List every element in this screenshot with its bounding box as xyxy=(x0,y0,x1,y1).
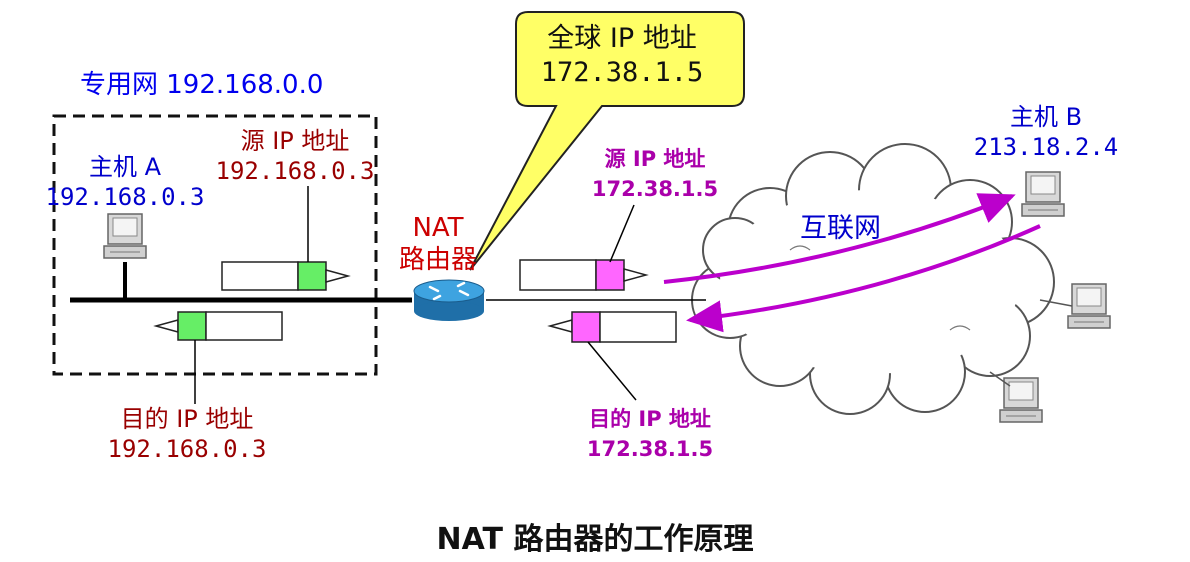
private-network-box xyxy=(52,114,378,376)
private-source-title: 源 IP 地址 xyxy=(240,127,350,155)
nat-router-label: NAT 路由器 xyxy=(388,212,488,276)
inbound-flow-arrow xyxy=(686,224,1041,333)
computer-icon xyxy=(1067,283,1111,329)
host-a-name: 主机 A xyxy=(88,153,162,181)
global-ip-title: 全球 IP 地址 xyxy=(547,23,697,54)
nat-router-line1: NAT xyxy=(412,213,464,243)
global-ip-callout xyxy=(469,11,745,271)
private-network-label: 专用网 192.168.0.0 xyxy=(80,70,324,100)
private-destination-ip-label: 目的 IP 地址 192.168.0.3 xyxy=(92,404,282,464)
global-ip-value: 172.38.1.5 xyxy=(540,57,704,88)
private-outgoing-packet-icon xyxy=(221,261,351,291)
host-b-ip: 213.18.2.4 xyxy=(973,133,1119,161)
global-ip-callout-text: 全球 IP 地址 172.38.1.5 xyxy=(512,22,732,90)
nat-router-icon xyxy=(413,279,485,321)
public-source-ip: 172.38.1.5 xyxy=(591,177,719,201)
private-destination-ip: 192.168.0.3 xyxy=(107,435,267,463)
outbound-flow-arrow xyxy=(663,193,1016,284)
computer-icon xyxy=(999,377,1043,423)
public-source-ip-label: 源 IP 地址 172.38.1.5 xyxy=(570,144,740,204)
diagram-caption: NAT 路由器的工作原理 xyxy=(436,522,754,557)
host-b-computer-icon xyxy=(1021,171,1065,217)
public-destination-ip: 172.38.1.5 xyxy=(586,437,714,461)
public-outgoing-packet-icon xyxy=(519,259,649,291)
host-b-label: 主机 B 213.18.2.4 xyxy=(966,102,1126,162)
private-incoming-packet-icon xyxy=(153,311,283,341)
public-destination-ip-label: 目的 IP 地址 172.38.1.5 xyxy=(565,404,735,464)
public-incoming-packet-icon xyxy=(547,311,677,343)
private-source-ip: 192.168.0.3 xyxy=(215,157,375,185)
internet-label: 互联网 xyxy=(800,213,881,244)
host-a-computer-icon xyxy=(103,213,147,259)
host-a-ip: 192.168.0.3 xyxy=(45,183,205,211)
private-destination-title: 目的 IP 地址 xyxy=(120,405,254,433)
private-source-ip-label: 源 IP 地址 192.168.0.3 xyxy=(200,126,390,186)
public-destination-title: 目的 IP 地址 xyxy=(589,407,711,431)
nat-router-line2: 路由器 xyxy=(398,245,477,275)
public-source-title: 源 IP 地址 xyxy=(604,147,706,171)
host-b-name: 主机 B xyxy=(1009,103,1083,131)
host-a-label: 主机 A 192.168.0.3 xyxy=(40,152,210,212)
